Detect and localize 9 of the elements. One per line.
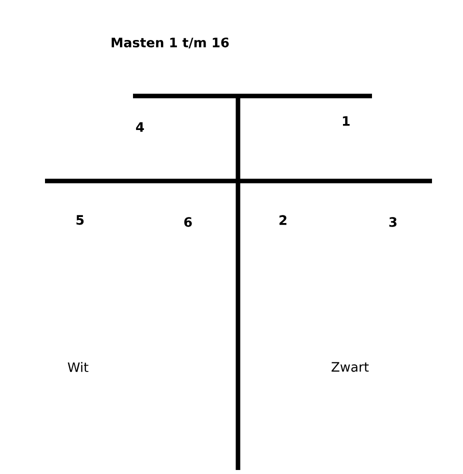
- callout-number: 5: [76, 215, 84, 225]
- callout-number: 4: [136, 122, 144, 132]
- label: Zwart: [332, 362, 369, 372]
- callout-number: 2: [280, 215, 286, 225]
- callout-number: 6: [184, 217, 192, 227]
- label: Wit: [68, 362, 88, 372]
- title: Masten 1 t/m 16: [112, 38, 229, 48]
- callout-number: 1: [342, 116, 350, 126]
- callout-number: 3: [389, 217, 396, 227]
